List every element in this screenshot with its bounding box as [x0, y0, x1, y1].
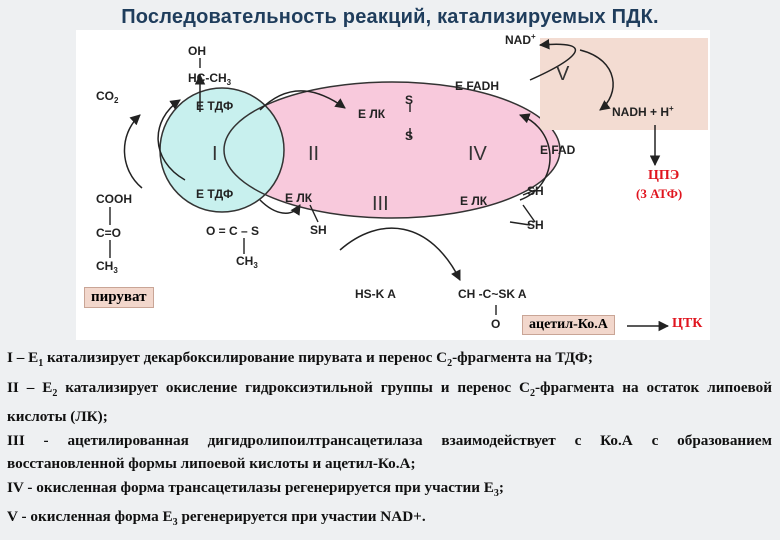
e2-lk-top-label: E ЛК [358, 107, 386, 121]
co2-label: CO2 [96, 89, 119, 105]
stage-iv-label: IV [468, 143, 488, 165]
ch3-mid-label: CH3 [236, 254, 258, 270]
nad-label: NAD+ [505, 32, 536, 47]
sh-label-1: SH [527, 184, 544, 198]
legend-line-1: I – E1 катализирует декарбоксилирование … [7, 349, 593, 370]
arrow-to-e2 [259, 90, 346, 111]
s-bottom-label: S [405, 129, 413, 143]
ch3-left-label: CH3 [96, 259, 118, 275]
arrow-co2-out [157, 99, 186, 181]
e3fad-label: E FAD [540, 143, 576, 157]
hc-ch3-label: HC-CH3 [188, 71, 232, 87]
atp-label: (3 АТФ) [636, 186, 683, 201]
oh-label: OH [188, 44, 206, 58]
arrow-v-cycle [529, 38, 577, 81]
legend-line-5: V - окисленная форма E3 регенерируется п… [7, 508, 426, 529]
sh-label-2: SH [527, 218, 544, 232]
pyruvate-tag: пируват [84, 287, 154, 308]
ellipse-e2-e3 [224, 82, 560, 218]
sh-label-3: SH [310, 223, 327, 237]
s-top-label: S [405, 93, 413, 107]
arrow-iv-cycle [519, 113, 551, 201]
o-bottom-label: O [491, 317, 500, 331]
acetyl-koa-tag: ацетил-Ко.А [522, 315, 615, 335]
c-eq-o-label: C=O [96, 226, 121, 240]
e1-tdf-bottom-label: E TДФ [196, 187, 233, 201]
stage-v-label: V [556, 63, 570, 85]
ctk-label: ЦТК [672, 316, 703, 331]
arrow-hs-koa [339, 227, 461, 281]
arrow-sh-bottom [509, 221, 531, 226]
legend: I – E1 катализирует декарбоксилирование … [7, 346, 772, 535]
arrow-pyruvate-in [123, 114, 143, 189]
arrow-nad [579, 49, 614, 111]
stage-ii-label: II [308, 143, 319, 165]
cooh-label: COOH [96, 192, 132, 206]
legend-line-3: III - ацетилированная дигидролипоилтранс… [7, 431, 772, 473]
legend-line-2: II – E2 катализирует окисление гидроксиэ… [7, 378, 772, 426]
cpe-label: ЦПЭ [648, 168, 680, 183]
e3fadh2-label: E FADH [455, 79, 499, 93]
legend-line-4: IV - окисленная форма трансацетилазы рег… [7, 478, 504, 499]
e2-lk-mid-label: E ЛК [285, 191, 313, 205]
arrow-acetyl-e2 [259, 199, 301, 216]
circle-e1 [160, 88, 284, 212]
acetyl-koa-formula-label: CH -C~SK A [458, 287, 527, 301]
box-e3 [540, 38, 708, 130]
page-title: Последовательность реакций, катализируем… [121, 6, 659, 28]
nadh-label: NADH + H+ [612, 104, 674, 119]
stage-iii-label: III [372, 193, 389, 215]
ellipse-e2-outline [223, 81, 561, 219]
stage-i-label: I [212, 143, 218, 165]
e2-lk-right-label: E ЛК [460, 194, 488, 208]
hs-koa-label: HS-K A [355, 287, 396, 301]
e1-tdf-top-label: E TДФ [196, 99, 233, 113]
o-eq-c-s-label: O = C – S [206, 224, 259, 238]
